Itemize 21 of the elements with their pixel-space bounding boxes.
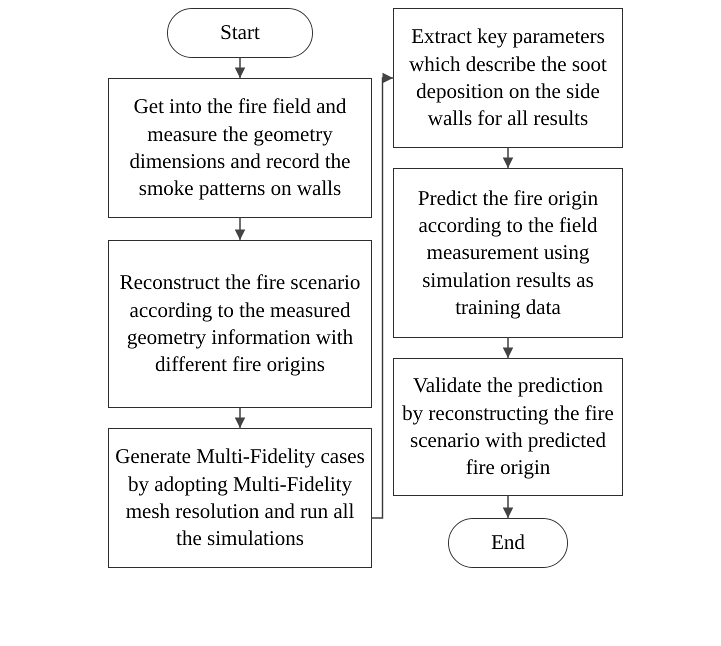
node-text: Get into the fire field and measure the geometry dimensions and record the smoke patterns on walls [128,93,352,202]
process-box [108,428,372,568]
arrow [234,218,246,240]
node-text: End [491,529,525,556]
node-text: Reconstruct the fire scenario according to the measured geometry information with different fire origins [118,269,362,378]
node-text: Predict the fire origin according to the field measurement using simulation results as training data [416,184,600,321]
process-box [108,240,372,408]
node-text: Validate the prediction by reconstructing the fire scenario with predicted fire origin [401,372,615,482]
arrow [372,72,393,519]
node-text: Start [220,19,260,46]
arrow [502,338,514,358]
process-box [108,78,372,218]
arrow [502,148,514,168]
node-text: Extract key parameters which describe the soot deposition on the side walls for all results [408,23,608,132]
arrow [234,408,246,428]
arrow [234,58,246,78]
process-box [393,168,623,338]
arrow [502,496,514,518]
node-text: Generate Multi-Fidelity cases by adopting Multi-Fidelity mesh resolution and run all the simulations [115,443,365,552]
process-box [393,358,623,496]
process-box [393,8,623,148]
